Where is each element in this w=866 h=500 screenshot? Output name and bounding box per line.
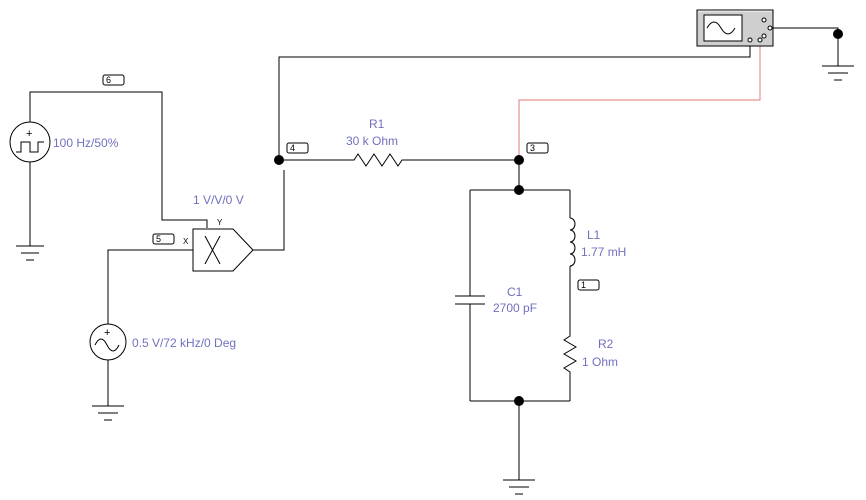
square-source-body: [9, 121, 51, 163]
node-tag-1-text: 1: [581, 280, 586, 290]
ground-scope-icon: [822, 65, 854, 81]
sine-wave-icon: [94, 338, 120, 352]
junction-scope-ground: [833, 29, 843, 39]
r2-resistor[interactable]: [563, 332, 577, 376]
ac-source-label: 0.5 V/72 kHz/0 Deg: [132, 336, 236, 350]
junction-node-4: [274, 155, 284, 165]
scope-terminal-5[interactable]: [757, 37, 763, 43]
ac-source-body: [89, 323, 127, 361]
wire-node-5[interactable]: [107, 249, 193, 324]
plus-sign-icon: +: [26, 128, 32, 140]
wire-scope-ground[interactable]: [770, 27, 839, 66]
node-tag-4: 4: [286, 142, 309, 154]
r1-resistor[interactable]: [350, 153, 406, 167]
c1-capacitor[interactable]: [455, 295, 485, 305]
multiply-x-icon-2: [204, 235, 221, 265]
junctions: [274, 29, 843, 406]
r1-name: R1: [369, 117, 385, 131]
node-tag-5-text: 5: [156, 234, 161, 244]
wire-node-6[interactable]: [29, 91, 208, 228]
node-tag-5: 5: [152, 233, 175, 245]
junction-node-3: [514, 155, 524, 165]
scope-terminal-4[interactable]: [747, 37, 753, 43]
scope-terminal-1[interactable]: [761, 17, 767, 23]
node-tag-3: 3: [526, 142, 549, 154]
plus-sign-icon: +: [104, 327, 110, 339]
multiplier-pin-y: Y: [217, 218, 223, 227]
node-tag-6: 6: [102, 74, 125, 86]
ac-voltage-source[interactable]: +: [89, 323, 127, 361]
node-tag-1: 1: [577, 279, 600, 291]
wires: [29, 27, 839, 480]
square-source-label: 100 Hz/50%: [53, 136, 119, 150]
c1-value: 2700 pF: [493, 301, 537, 315]
scope-terminal-2[interactable]: [767, 25, 773, 31]
ground-ac-source-icon: [92, 405, 124, 421]
wire-node-4[interactable]: [263, 170, 285, 251]
junction-bottom-rail: [514, 396, 524, 406]
node-tag-4-text: 4: [290, 143, 295, 153]
wire-scope-in-a[interactable]: [278, 45, 751, 160]
r2-value: 1 Ohm: [582, 355, 618, 369]
multiplier-body: [192, 228, 254, 272]
node-tag-3-text: 3: [530, 143, 535, 153]
junction-top-rail: [514, 185, 524, 195]
r2-name: R2: [598, 337, 614, 351]
multiplier-pin-x: X: [183, 237, 189, 246]
square-wave-icon: [16, 141, 44, 153]
c1-name: C1: [507, 285, 523, 299]
r1-value: 30 k Ohm: [346, 134, 398, 148]
multiplier-block[interactable]: [192, 228, 263, 272]
sine-trace-icon: [706, 21, 736, 35]
l1-inductor[interactable]: [569, 217, 576, 267]
ground-square-source-icon: [16, 245, 44, 261]
scope-terminal-3[interactable]: [761, 33, 767, 39]
l1-value: 1.77 mH: [581, 245, 626, 259]
square-wave-source[interactable]: +: [9, 121, 51, 163]
oscilloscope-screen: [703, 14, 743, 42]
probe-wire-scope-b[interactable]: [518, 45, 761, 160]
node-tag-6-text: 6: [106, 75, 111, 85]
multiplier-label: 1 V/V/0 V: [193, 193, 244, 207]
ground-main-icon: [503, 479, 535, 495]
oscilloscope[interactable]: [696, 9, 774, 47]
l1-name: L1: [587, 228, 601, 242]
